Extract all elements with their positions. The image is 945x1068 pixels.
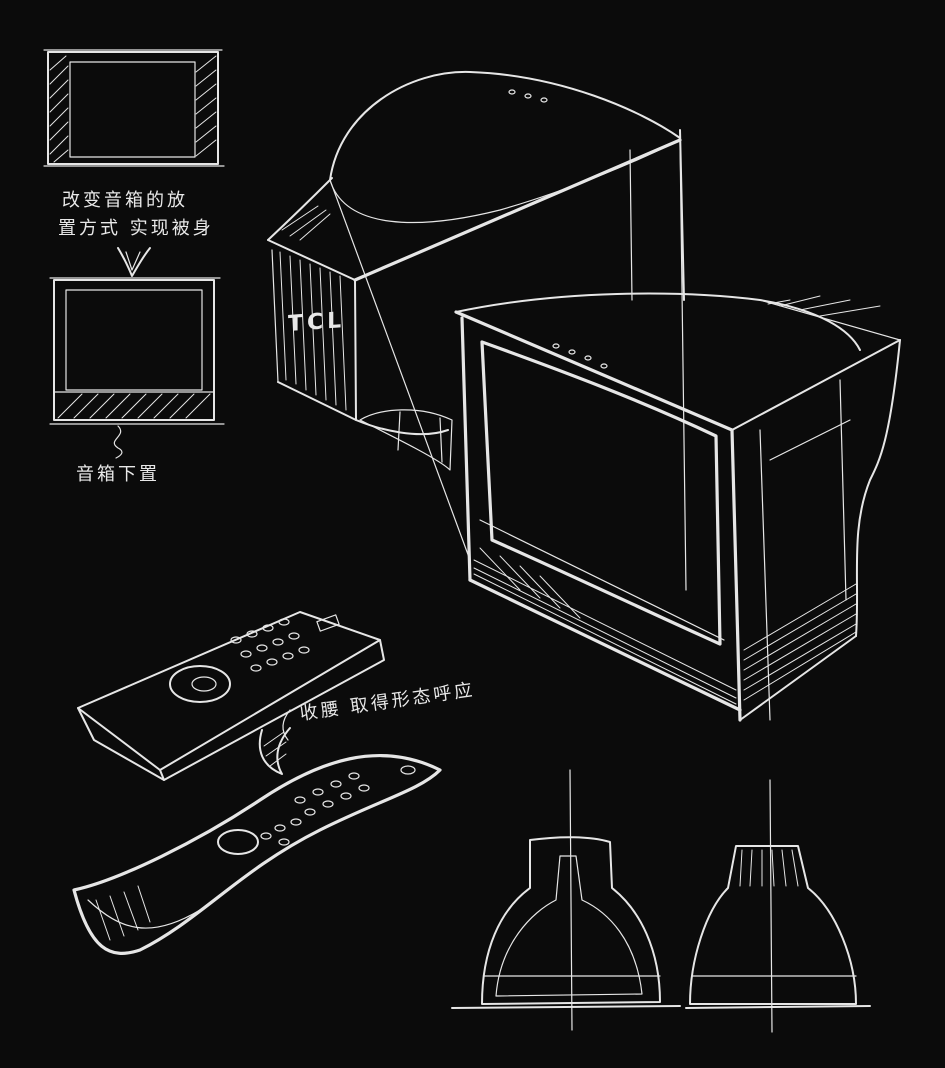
curved-arrow-icon [258, 709, 291, 775]
remote-control-box [77, 611, 385, 781]
remote-control-curved [72, 753, 442, 955]
note-speaker-reposition-2: 置方式 实现被身 [58, 218, 214, 239]
arrow-down-icon [117, 247, 151, 277]
note-speaker-reposition: 改变音箱的放 [62, 190, 188, 211]
tv-side-profile-1 [451, 769, 681, 1031]
tv-front-view [329, 139, 901, 722]
tv-side-profile-2 [685, 779, 871, 1033]
tv-rear-view [267, 70, 685, 471]
note-speaker-bottom: 音箱下置 [76, 464, 160, 485]
front-view-bottom-speaker [49, 277, 225, 459]
front-view-side-speakers [43, 49, 225, 167]
tv-brand-logo: TCL [288, 308, 346, 337]
